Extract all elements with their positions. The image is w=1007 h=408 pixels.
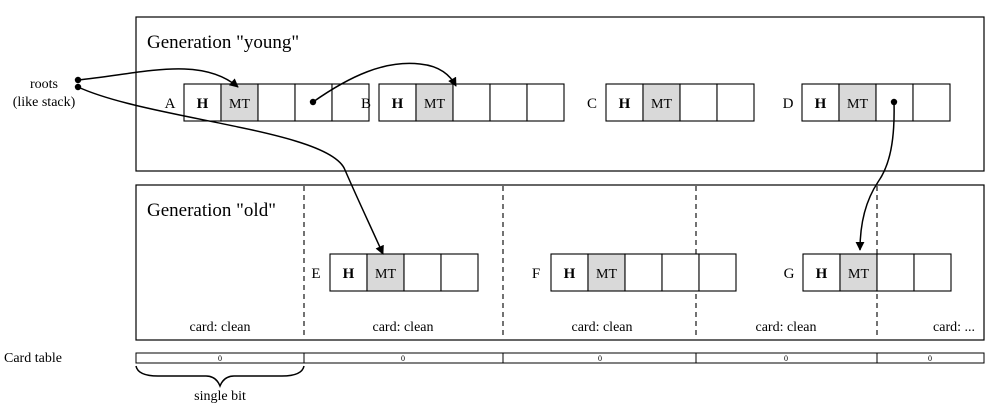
field-cell xyxy=(624,253,663,292)
method-table-cell xyxy=(587,253,626,292)
object-a: A H MT xyxy=(165,83,370,122)
header-cell xyxy=(801,83,840,122)
field-cell xyxy=(331,83,370,122)
header-cell xyxy=(183,83,222,122)
header-cell xyxy=(605,83,644,122)
object-label: G xyxy=(784,266,795,282)
header-text: H xyxy=(816,266,828,282)
roots-label-line1: roots xyxy=(30,77,58,92)
root-to-E-arrow xyxy=(77,86,384,255)
object-label: F xyxy=(532,266,540,282)
method-table-cell xyxy=(366,253,405,292)
object-label: A xyxy=(165,96,176,112)
object-g: G H MT xyxy=(784,253,952,292)
method-table-text: MT xyxy=(651,97,672,112)
method-table-cell xyxy=(839,253,878,292)
card-bit: 0 xyxy=(928,354,932,363)
method-table-cell xyxy=(415,83,454,122)
card-bit: 0 xyxy=(218,354,222,363)
field-cell xyxy=(257,83,296,122)
old-generation-title: Generation "old" xyxy=(147,200,276,221)
card-bit: 0 xyxy=(598,354,602,363)
curly-brace xyxy=(135,365,305,389)
header-text: H xyxy=(343,266,355,282)
header-text: H xyxy=(197,96,209,112)
young-generation-title: Generation "young" xyxy=(147,32,299,53)
method-table-text: MT xyxy=(375,267,396,282)
references xyxy=(74,62,898,255)
field-cell xyxy=(452,83,491,122)
field-cell xyxy=(679,83,718,122)
object-label: C xyxy=(587,96,597,112)
header-text: H xyxy=(564,266,576,282)
single-bit-label: single bit xyxy=(194,389,246,404)
field-cell xyxy=(440,253,479,292)
card-label: card: clean xyxy=(571,320,632,335)
object-f: F H MT xyxy=(532,253,737,292)
card-bit: 0 xyxy=(401,354,405,363)
header-cell xyxy=(329,253,368,292)
method-table-cell xyxy=(642,83,681,122)
field-cell xyxy=(912,83,951,122)
method-table-text: MT xyxy=(424,97,445,112)
D-to-G-arrow xyxy=(855,101,895,251)
roots-label-line2: (like stack) xyxy=(13,95,76,110)
field-cell xyxy=(913,253,952,292)
object-label: D xyxy=(783,96,794,112)
method-table-text: MT xyxy=(229,97,250,112)
field-cell xyxy=(698,253,737,292)
A-to-B-arrow xyxy=(312,62,457,103)
card-label: card: clean xyxy=(755,320,816,335)
field-cell xyxy=(489,83,528,122)
object-b: B H MT xyxy=(361,83,565,122)
method-table-cell xyxy=(838,83,877,122)
field-cell xyxy=(403,253,442,292)
card-table: Card table 0 0 0 0 0 xyxy=(4,351,985,366)
header-cell xyxy=(378,83,417,122)
card-label: card: ... xyxy=(933,320,975,335)
card-table-title: Card table xyxy=(4,351,62,366)
object-c: C H MT xyxy=(587,83,755,122)
object-d: D H MT xyxy=(783,83,951,122)
field-cell xyxy=(661,253,700,292)
card-label: card: clean xyxy=(372,320,433,335)
object-e: E H MT xyxy=(311,253,479,292)
objects-layer: A H MT B H MT C H MT D H MT E H MT F H MT G H MT xyxy=(165,83,952,292)
root-to-A-arrow xyxy=(77,68,239,88)
method-table-text: MT xyxy=(848,267,869,282)
object-label: B xyxy=(361,96,371,112)
field-cell xyxy=(716,83,755,122)
header-cell xyxy=(550,253,589,292)
field-cell xyxy=(876,253,915,292)
method-table-text: MT xyxy=(847,97,868,112)
header-text: H xyxy=(392,96,404,112)
card-bit: 0 xyxy=(784,354,788,363)
header-text: H xyxy=(619,96,631,112)
card-labels: card: clean card: clean card: clean card… xyxy=(189,320,975,335)
card-label: card: clean xyxy=(189,320,250,335)
field-cell xyxy=(526,83,565,122)
roots-label: roots (like stack) xyxy=(13,77,76,110)
single-bit-brace: single bit xyxy=(135,365,305,404)
header-text: H xyxy=(815,96,827,112)
card-table-cell xyxy=(876,352,985,364)
object-label: E xyxy=(311,266,320,282)
method-table-text: MT xyxy=(596,267,617,282)
